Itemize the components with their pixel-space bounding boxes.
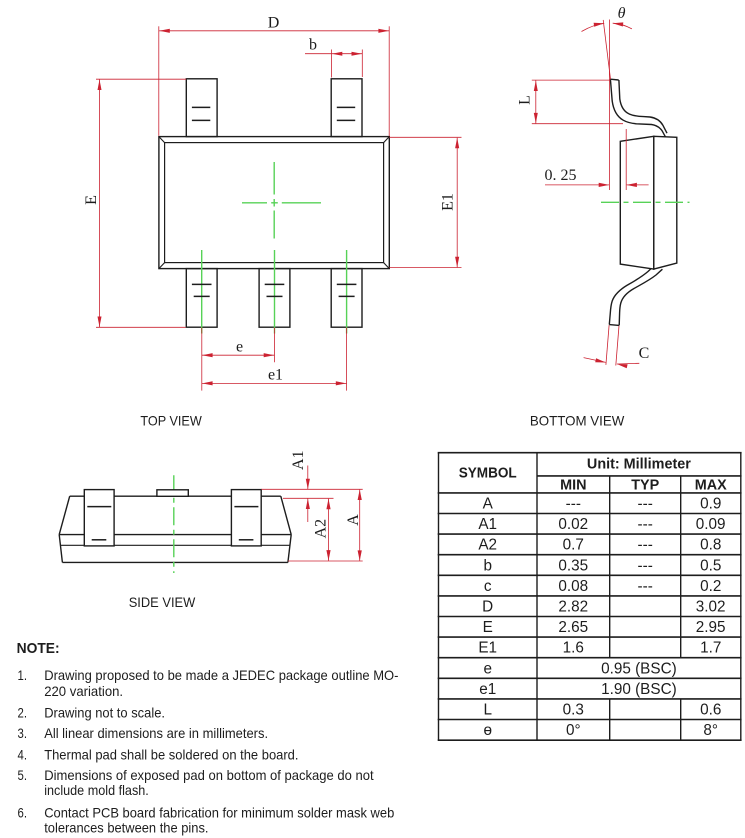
svg-text:A2: A2: [478, 537, 497, 554]
svg-text:220 variation.: 220 variation.: [44, 683, 123, 699]
svg-text:---: ---: [638, 516, 653, 533]
svg-text:E: E: [83, 195, 100, 205]
svg-text:BOTTOM VIEW: BOTTOM VIEW: [530, 412, 625, 428]
svg-text:L: L: [517, 95, 534, 105]
svg-text:---: ---: [638, 578, 653, 595]
svg-text:---: ---: [638, 557, 653, 574]
svg-text:0.5: 0.5: [700, 557, 721, 574]
svg-text:Thermal pad shall be soldered: Thermal pad shall be soldered on the boa…: [44, 746, 298, 762]
svg-text:E1: E1: [478, 640, 497, 657]
svg-text:E1: E1: [440, 193, 457, 211]
svg-text:2.65: 2.65: [558, 619, 588, 636]
svg-text:Contact PCB board fabrication: Contact PCB board fabrication for minimu…: [44, 804, 394, 820]
svg-text:b: b: [309, 37, 317, 54]
svg-text:8°: 8°: [703, 722, 718, 739]
svg-text:All linear dimensions are in m: All linear dimensions are in millimeters…: [44, 725, 268, 741]
svg-text:0.3: 0.3: [563, 702, 584, 719]
svg-text:ɵ: ɵ: [483, 722, 492, 739]
svg-text:Drawing not to scale.: Drawing not to scale.: [44, 704, 165, 720]
svg-text:θ: θ: [618, 5, 626, 22]
svg-text:Unit: Millimeter: Unit: Millimeter: [587, 456, 691, 472]
svg-text:2.95: 2.95: [696, 619, 726, 636]
svg-text:e: e: [483, 660, 492, 677]
svg-text:MIN: MIN: [560, 477, 586, 493]
svg-text:3.: 3.: [18, 725, 28, 741]
svg-text:6.: 6.: [18, 804, 28, 820]
svg-text:0.09: 0.09: [696, 516, 726, 533]
svg-text:A1: A1: [478, 516, 497, 533]
svg-text:5.: 5.: [18, 767, 28, 783]
svg-text:1.90 (BSC): 1.90 (BSC): [601, 681, 677, 698]
svg-text:0. 25: 0. 25: [545, 167, 577, 184]
svg-text:0.95 (BSC): 0.95 (BSC): [601, 660, 677, 677]
svg-text:0.02: 0.02: [558, 516, 588, 533]
svg-text:TYP: TYP: [631, 477, 659, 493]
svg-text:D: D: [268, 14, 280, 31]
svg-text:e: e: [236, 339, 243, 356]
svg-text:2.82: 2.82: [558, 599, 588, 616]
svg-text:---: ---: [638, 537, 653, 554]
svg-text:c: c: [484, 578, 492, 595]
svg-text:E: E: [483, 619, 493, 636]
svg-text:0°: 0°: [566, 722, 581, 739]
svg-text:0.35: 0.35: [558, 557, 588, 574]
svg-text:---: ---: [638, 496, 653, 513]
svg-text:0.9: 0.9: [700, 496, 721, 513]
svg-text:SYMBOL: SYMBOL: [459, 466, 517, 482]
svg-text:L: L: [483, 702, 492, 719]
svg-text:3.02: 3.02: [696, 599, 726, 616]
svg-text:MAX: MAX: [695, 477, 727, 493]
svg-text:D: D: [482, 599, 493, 616]
svg-text:0.6: 0.6: [700, 702, 721, 719]
svg-text:A: A: [345, 514, 362, 526]
svg-text:0.2: 0.2: [700, 578, 721, 595]
svg-text:0.08: 0.08: [558, 578, 588, 595]
svg-text:NOTE:: NOTE:: [17, 640, 60, 657]
svg-text:A1: A1: [290, 450, 307, 470]
svg-text:b: b: [483, 557, 492, 574]
svg-text:0.7: 0.7: [563, 537, 584, 554]
svg-text:SIDE VIEW: SIDE VIEW: [129, 594, 196, 610]
svg-text:Drawing proposed to be made a: Drawing proposed to be made a JEDEC pack…: [44, 667, 399, 683]
svg-text:Dimensions of exposed pad on b: Dimensions of exposed pad on bottom of p…: [44, 767, 373, 783]
svg-text:A: A: [483, 496, 494, 513]
svg-text:2.: 2.: [18, 704, 28, 720]
svg-text:include mold flash.: include mold flash.: [44, 782, 149, 798]
svg-text:TOP VIEW: TOP VIEW: [140, 413, 202, 429]
svg-text:1.7: 1.7: [700, 640, 721, 657]
svg-text:0.8: 0.8: [700, 537, 721, 554]
svg-text:e1: e1: [479, 681, 496, 698]
svg-text:---: ---: [566, 496, 581, 513]
svg-text:C: C: [639, 345, 650, 362]
svg-text:e1: e1: [268, 367, 283, 384]
svg-text:A2: A2: [313, 519, 330, 539]
svg-text:1.6: 1.6: [563, 640, 584, 657]
svg-text:1.: 1.: [18, 667, 28, 683]
svg-text:tolerances between the pins.: tolerances between the pins.: [44, 820, 208, 836]
svg-text:4.: 4.: [18, 746, 28, 762]
